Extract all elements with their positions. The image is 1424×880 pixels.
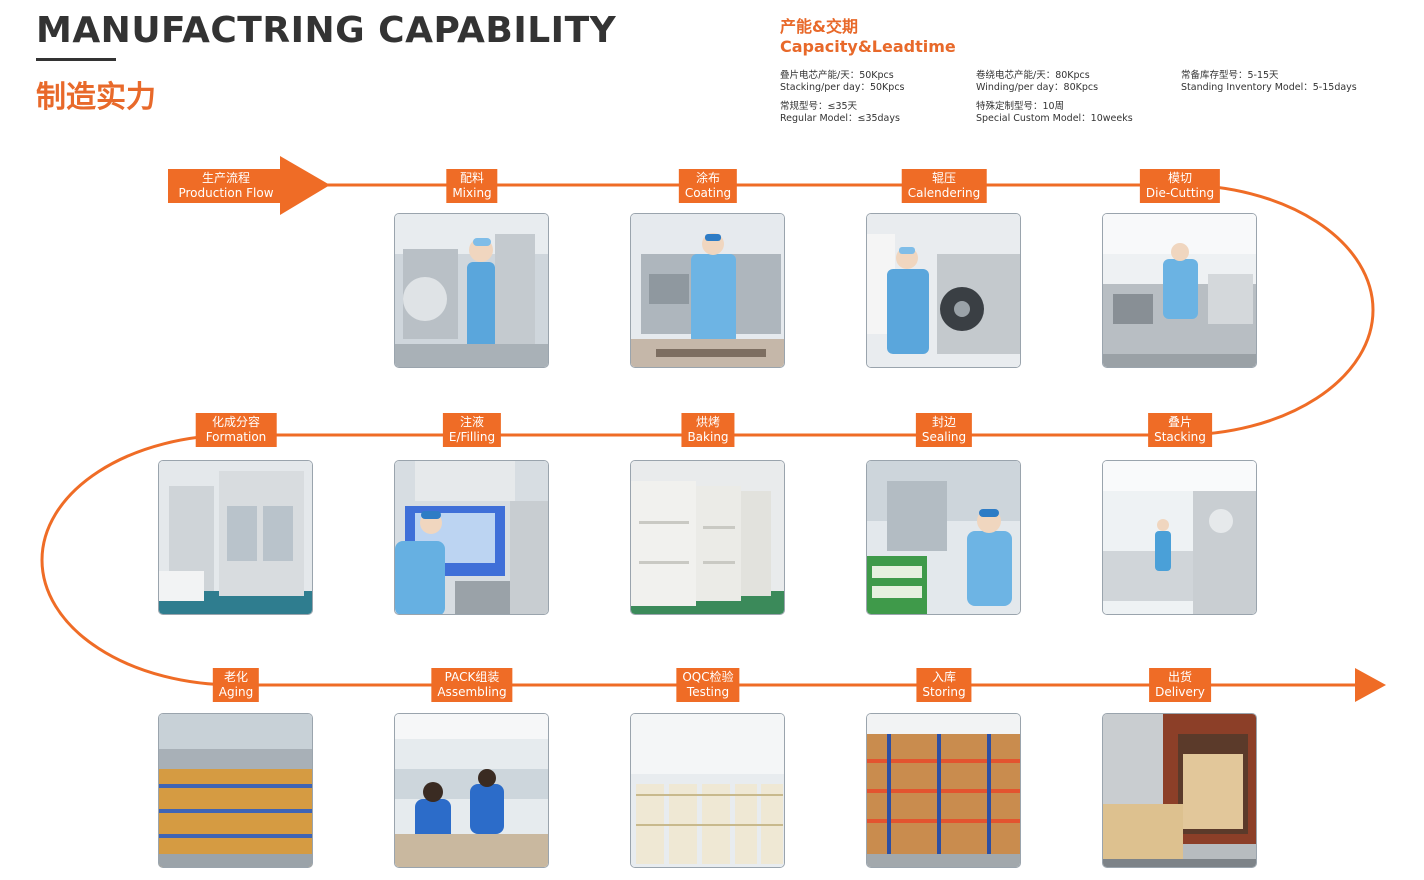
step-cn: PACK组装 xyxy=(444,670,500,684)
photo-coating xyxy=(630,213,785,368)
step-cn: 出货 xyxy=(1167,670,1192,684)
photo-sealing xyxy=(866,460,1021,615)
step-en: Sealing xyxy=(921,430,967,444)
spec-winding-en: Winding/per day：80Kpcs xyxy=(976,82,1099,93)
step-en: Coating xyxy=(684,186,732,200)
step-en: Storing xyxy=(922,685,966,699)
photo-testing xyxy=(630,713,785,868)
spec-stacking-cn: 叠片电芯产能/天：50Kpcs xyxy=(780,70,894,81)
spec-inventory-en: Standing Inventory Model：5-15days xyxy=(1181,82,1357,93)
spec-inventory-cn: 常备库存型号：5-15天 xyxy=(1181,70,1279,81)
spec-custom-en: Special Custom Model：10weeks xyxy=(976,113,1133,124)
spec-stacking-en: Stacking/per day：50Kpcs xyxy=(780,82,905,93)
capacity-heading-en: Capacity&Leadtime xyxy=(780,37,956,56)
photo-mixing xyxy=(394,213,549,368)
photo-die-cutting xyxy=(1102,213,1257,368)
step-cn: 配料 xyxy=(459,171,485,185)
photo-aging xyxy=(158,713,313,868)
photo-storing xyxy=(866,713,1021,868)
step-en: Calendering xyxy=(907,186,981,200)
photo-stacking xyxy=(1102,460,1257,615)
page-title: MANUFACTRING CAPABILITY xyxy=(36,10,617,51)
production-flow-label: 生产流程 Production Flow xyxy=(168,169,284,203)
spec-regular-en: Regular Model：≤35days xyxy=(780,113,900,124)
photo-assembling xyxy=(394,713,549,868)
step-en: Assembling xyxy=(437,685,507,699)
step-en: Die-Cutting xyxy=(1145,186,1215,200)
step-cn: 封边 xyxy=(931,415,956,429)
production-flow-en: Production Flow xyxy=(178,186,274,200)
step-cn: 注液 xyxy=(459,415,484,429)
title-underline xyxy=(36,58,116,61)
step-cn: 叠片 xyxy=(1167,415,1192,429)
step-cn: 入库 xyxy=(931,670,956,684)
page-subtitle: 制造实力 xyxy=(36,80,156,115)
photo-delivery xyxy=(1102,713,1257,868)
production-flow-cn: 生产流程 xyxy=(201,171,250,185)
photo-filling xyxy=(394,460,549,615)
capacity-heading-cn: 产能&交期 xyxy=(780,17,858,36)
spec-custom-cn: 特殊定制型号：10周 xyxy=(976,101,1065,112)
photo-calendering xyxy=(866,213,1021,368)
step-cn: 烘烤 xyxy=(695,415,720,429)
step-en: E/Filling xyxy=(448,430,496,444)
spec-stacking: 叠片电芯产能/天：50Kpcs Stacking/per day：50Kpcs xyxy=(780,70,905,94)
spec-winding: 卷绕电芯产能/天：80Kpcs Winding/per day：80Kpcs xyxy=(976,70,1098,94)
step-cn: 涂布 xyxy=(695,171,720,185)
step-cn: OQC检验 xyxy=(682,670,734,684)
end-arrow-icon xyxy=(1355,668,1386,702)
photo-baking xyxy=(630,460,785,615)
step-en: Mixing xyxy=(452,186,492,200)
step-en: Aging xyxy=(218,685,254,699)
step-en: Delivery xyxy=(1155,685,1205,699)
step-cn: 辊压 xyxy=(931,171,957,185)
step-en: Testing xyxy=(686,685,730,699)
step-cn: 模切 xyxy=(1167,171,1192,185)
photo-formation xyxy=(158,460,313,615)
step-en: Baking xyxy=(687,430,729,444)
step-cn: 化成分容 xyxy=(211,415,261,429)
spec-regular: 常规型号：≤35天 Regular Model：≤35days xyxy=(780,101,900,125)
step-en: Formation xyxy=(205,430,267,444)
start-arrow-icon xyxy=(280,156,330,215)
step-en: Stacking xyxy=(1154,430,1206,444)
spec-inventory: 常备库存型号：5-15天 Standing Inventory Model：5-… xyxy=(1181,70,1357,94)
spec-winding-cn: 卷绕电芯产能/天：80Kpcs xyxy=(976,70,1090,81)
step-cn: 老化 xyxy=(223,670,249,684)
spec-regular-cn: 常规型号：≤35天 xyxy=(780,101,858,112)
spec-custom: 特殊定制型号：10周 Special Custom Model：10weeks xyxy=(976,101,1133,125)
